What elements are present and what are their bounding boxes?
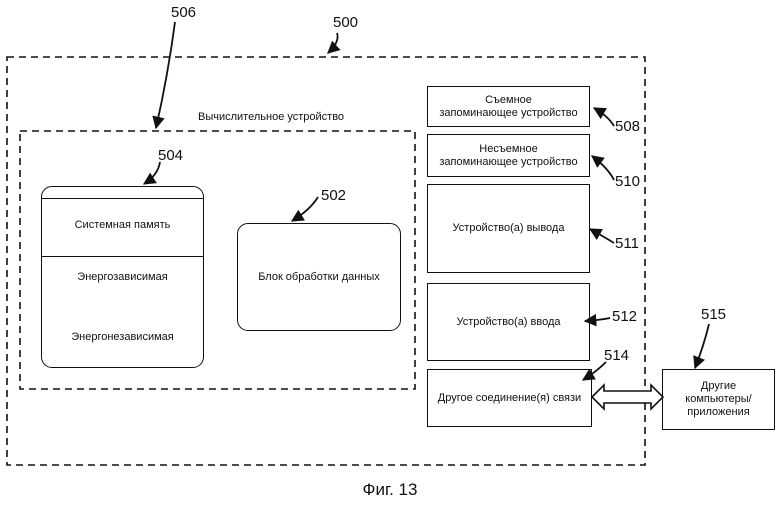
leader-515 bbox=[693, 323, 710, 370]
comm-connection-label: Другое соединение(я) связи bbox=[437, 391, 582, 404]
removable-storage-line1: Съемное bbox=[485, 93, 532, 106]
device-boundary bbox=[19, 130, 416, 390]
system-boundary bbox=[6, 56, 646, 466]
output-device-block: Устройство(а) вывода bbox=[427, 184, 590, 273]
output-device-label: Устройство(а) вывода bbox=[452, 222, 565, 234]
other-computers-line3: приложения bbox=[687, 406, 750, 418]
other-computers-line2: компьютеры/ bbox=[685, 393, 752, 405]
other-computers-block: Другие компьютеры/ приложения bbox=[662, 369, 775, 430]
comm-connection-block: Другое соединение(я) связи bbox=[427, 369, 592, 427]
nonremovable-storage-block: Несъемное запоминающее устройство bbox=[427, 134, 590, 177]
leader-504 bbox=[142, 161, 161, 185]
ref-508: 508 bbox=[615, 118, 641, 135]
memory-volatile: Энергозависимая bbox=[77, 271, 168, 283]
input-device-block: Устройство(а) ввода bbox=[427, 283, 590, 361]
leader-514 bbox=[581, 361, 607, 381]
removable-storage-line2: запоминающее устройство bbox=[439, 106, 578, 119]
ref-504: 504 bbox=[158, 147, 184, 164]
ref-515: 515 bbox=[701, 306, 727, 323]
ref-500: 500 bbox=[333, 14, 359, 31]
memory-top-divider bbox=[42, 198, 203, 199]
figure-caption: Фиг. 13 bbox=[362, 480, 418, 499]
ref-510: 510 bbox=[615, 173, 641, 190]
leader-508 bbox=[592, 107, 615, 127]
nonremovable-storage-line2: запоминающее устройство bbox=[439, 155, 578, 168]
processing-unit-block: Блок обработки данных bbox=[237, 223, 401, 331]
ref-502: 502 bbox=[321, 187, 347, 204]
ref-506: 506 bbox=[171, 4, 197, 21]
leader-502 bbox=[290, 196, 319, 222]
memory-title: Системная память bbox=[74, 219, 171, 231]
ref-514: 514 bbox=[604, 347, 630, 364]
memory-nonvolatile: Энергонезависимая bbox=[71, 331, 174, 343]
removable-storage-block: Съемное запоминающее устройство bbox=[427, 86, 590, 127]
system-memory-block: Системная память Энергозависимая Энергон… bbox=[41, 186, 204, 368]
input-device-label: Устройство(а) ввода bbox=[456, 315, 561, 328]
ref-512: 512 bbox=[612, 308, 638, 325]
device-label: Вычислительное устройство bbox=[198, 111, 345, 123]
memory-mid-divider bbox=[42, 256, 203, 257]
nonremovable-storage-line1: Несъемное bbox=[479, 142, 538, 155]
ref-511: 511 bbox=[615, 235, 639, 252]
other-computers-line1: Другие bbox=[700, 380, 737, 392]
comm-double-arrow bbox=[590, 383, 665, 411]
leader-512 bbox=[583, 313, 611, 327]
leader-510 bbox=[590, 155, 615, 181]
leader-511 bbox=[588, 228, 615, 244]
leader-506 bbox=[152, 21, 176, 130]
processing-unit-label: Блок обработки данных bbox=[258, 270, 380, 283]
leader-500 bbox=[327, 32, 341, 54]
